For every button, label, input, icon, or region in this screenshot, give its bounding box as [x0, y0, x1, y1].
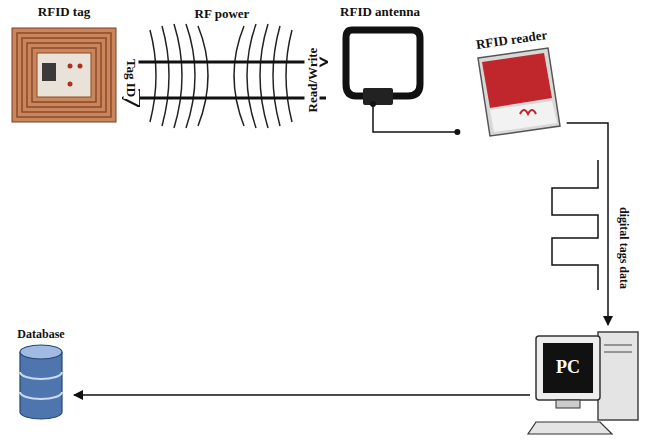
digital-signal-wave	[552, 160, 598, 290]
pc-node: PC	[530, 325, 640, 437]
pc-label: PC	[538, 356, 598, 378]
storage-link	[74, 394, 530, 396]
rfid-reader-label: RFID reader	[457, 24, 567, 55]
tag-id-arrow	[124, 61, 326, 64]
wire-end-dot	[454, 129, 460, 135]
edge-label: Read/Write	[305, 46, 320, 115]
wire-end-dot	[370, 101, 376, 107]
edge-label: Tag ID	[124, 57, 139, 99]
database-picture	[20, 345, 62, 419]
rfid-antenna-label: RFID antenna	[326, 4, 434, 20]
rfid-tag-node: RFID tag	[4, 4, 124, 124]
antenna-cable	[373, 104, 457, 132]
signal-label: RF power	[193, 6, 252, 21]
database-node: Database	[8, 326, 74, 426]
rf-waves	[150, 24, 292, 128]
rfid-antenna-node: RFID antenna	[326, 4, 434, 104]
rfid-reader-node: RFID reader	[457, 28, 566, 138]
read-write-arrow	[124, 97, 326, 100]
database-label: Database	[8, 326, 74, 342]
data-link	[567, 123, 608, 325]
edge-label: digital tags data	[616, 205, 631, 291]
pc-picture	[528, 332, 638, 434]
rfid-tag-picture	[12, 28, 116, 122]
antenna-picture	[346, 30, 420, 105]
reader-picture	[478, 48, 560, 136]
rfid-tag-label: RFID tag	[4, 4, 124, 20]
